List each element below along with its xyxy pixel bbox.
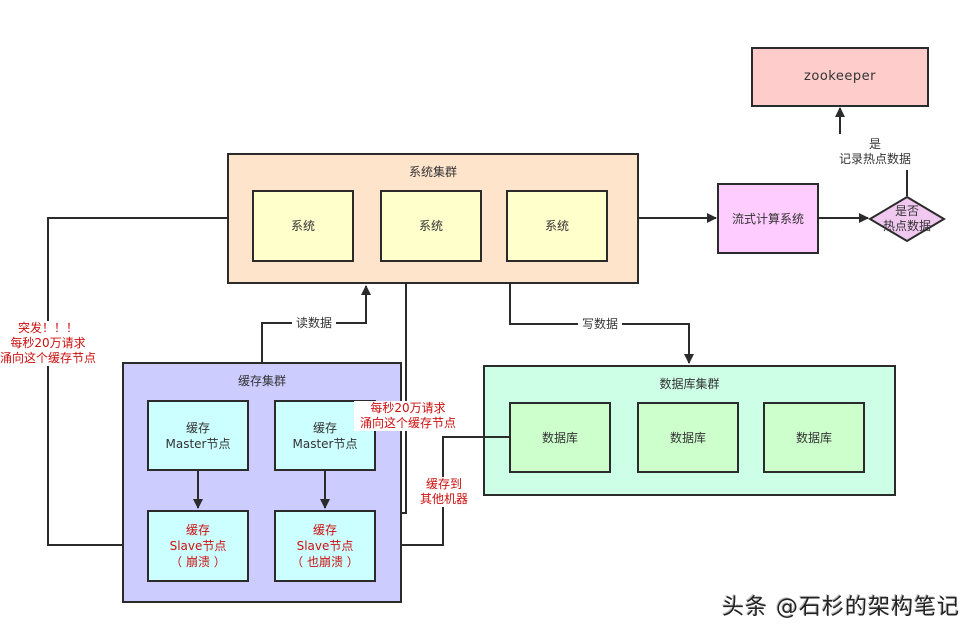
cache-master-node[interactable]: 缓存 Master节点 xyxy=(274,400,376,471)
system-cluster-title: 系统集群 xyxy=(408,165,457,179)
hotspot-decision-diamond[interactable] xyxy=(868,195,946,243)
edge-label-yes-record: 是 记录热点数据 xyxy=(830,137,920,167)
edge-label-burst: 突发！！！ 每秒20万请求 涌向这个缓存节点 xyxy=(0,321,97,366)
stream-computing-system[interactable]: 流式计算系统 xyxy=(717,183,819,254)
cache-slave-node-also-crashed[interactable]: 缓存 Slave节点 （ 也崩溃 ） xyxy=(274,510,376,582)
zookeeper-node[interactable]: zookeeper xyxy=(751,47,929,107)
edge-label-read-data: 读数据 xyxy=(292,316,336,331)
watermark: 头条 @石杉的架构笔记 xyxy=(722,595,960,620)
database-cluster-title: 数据库集群 xyxy=(659,377,720,391)
system-node[interactable]: 系统 xyxy=(252,190,354,262)
edge-label-cache-to-other: 缓存到 其他机器 xyxy=(416,477,472,507)
database-node[interactable]: 数据库 xyxy=(637,402,739,473)
edge-burst-to-slave1 xyxy=(47,217,227,550)
database-node[interactable]: 数据库 xyxy=(763,402,865,473)
cache-slave-node-crashed[interactable]: 缓存 Slave节点 （ 崩溃 ） xyxy=(147,510,249,582)
hotspot-decision-label: 是否 热点数据 xyxy=(882,204,931,233)
database-node[interactable]: 数据库 xyxy=(509,402,611,473)
edge-label-write-data: 写数据 xyxy=(578,317,622,332)
cache-master-node[interactable]: 缓存 Master节点 xyxy=(147,400,249,471)
system-node[interactable]: 系统 xyxy=(380,190,482,262)
system-node[interactable]: 系统 xyxy=(506,190,608,262)
cache-cluster-title: 缓存集群 xyxy=(237,374,286,388)
edge-label-flood: 每秒20万请求 涌向这个缓存节点 xyxy=(354,401,462,431)
